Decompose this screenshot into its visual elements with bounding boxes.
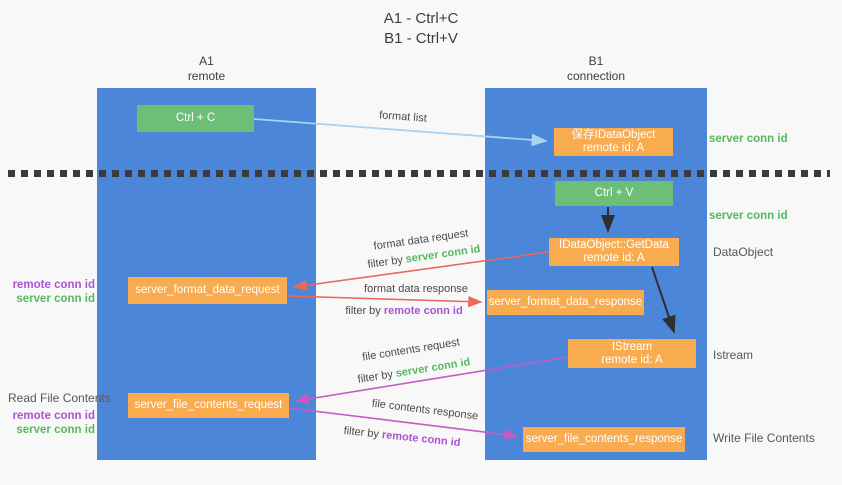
node-istream-line2: remote id: A xyxy=(601,353,663,366)
node-getdata-line1: IDataObject::GetData xyxy=(559,239,669,251)
annotation-server-conn-id-2: server conn id xyxy=(16,424,95,436)
node-ctrl-c-label: Ctrl + C xyxy=(175,112,216,124)
column-a1-subtitle: remote xyxy=(187,69,226,83)
node-save-idataobject-line1: 保存IDataObject xyxy=(571,129,656,141)
annotation-write-file-contents: Write File Contents xyxy=(713,431,815,445)
node-idataobject-getdata: IDataObject::GetData remote id: A xyxy=(549,238,679,266)
filter-by-prefix: filter by xyxy=(345,305,384,317)
node-format-response-label: server_format_data_response xyxy=(488,296,643,308)
column-b1-subtitle: connection xyxy=(566,69,626,83)
node-server-file-contents-request: server_file_contents_request xyxy=(128,393,289,418)
node-getdata-line2: remote id: A xyxy=(583,252,645,264)
title-line-1: A1 - Ctrl+C xyxy=(383,10,459,27)
remote-conn-id-highlight: remote conn id xyxy=(383,305,463,317)
phase-separator-dotted-line xyxy=(8,170,830,177)
column-header-a1: A1 remote xyxy=(97,54,316,84)
diagram-title: A1 - Ctrl+C B1 - Ctrl+V xyxy=(0,9,842,49)
node-format-request-label: server_format_data_request xyxy=(135,284,280,296)
edge-label-format-data-response: format data response xyxy=(364,283,468,295)
annotation-dataobject: DataObject xyxy=(713,245,774,259)
annotation-remote-conn-id-2: remote conn id xyxy=(12,410,95,422)
column-a1-name: A1 xyxy=(199,54,214,68)
annotation-server-conn-id-1: server conn id xyxy=(16,293,95,305)
edge-format-data-response-arrow xyxy=(287,295,483,308)
node-save-idataobject-line2: remote id: A xyxy=(582,142,645,154)
node-ctrl-c: Ctrl + C xyxy=(137,105,254,132)
edge-file-contents-response-arrow xyxy=(288,407,519,440)
annotation-conn-id-pair-format: remote conn id server conn id xyxy=(9,278,95,306)
edge-format-data-request-arrow xyxy=(292,251,550,291)
annotation-server-conn-id-top: server conn id xyxy=(709,133,788,145)
annotation-remote-conn-id-1: remote conn id xyxy=(12,279,95,291)
column-header-b1: B1 connection xyxy=(485,54,707,84)
node-ctrl-v-label: Ctrl + V xyxy=(594,187,634,199)
edge-file-contents-request-arrow xyxy=(294,356,569,405)
node-file-request-label: server_file_contents_request xyxy=(134,399,283,411)
title-line-2: B1 - Ctrl+V xyxy=(384,30,458,47)
annotation-read-file-contents: Read File Contents xyxy=(8,391,111,405)
node-server-format-data-request: server_format_data_request xyxy=(128,277,287,304)
node-file-response-label: server_file_contents_response xyxy=(525,433,683,445)
edge-label-filter-by-remote-conn-id-1: filter by remote conn id xyxy=(345,305,462,317)
node-server-format-data-response: server_format_data_response xyxy=(487,290,644,315)
node-ctrl-v: Ctrl + V xyxy=(555,181,673,206)
node-istream-line1: IStream xyxy=(611,340,653,353)
node-save-idataobject: 保存IDataObject remote id: A xyxy=(554,128,673,156)
annotation-server-conn-id-mid: server conn id xyxy=(709,210,788,222)
column-b1-name: B1 xyxy=(588,54,604,68)
node-istream: IStream remote id: A xyxy=(568,339,696,368)
annotation-conn-id-pair-file: remote conn id server conn id xyxy=(9,409,95,437)
edge-getdata-to-istream-arrow xyxy=(651,266,676,334)
edge-format-list-arrow xyxy=(253,118,548,147)
annotation-istream: Istream xyxy=(713,348,754,362)
node-server-file-contents-response: server_file_contents_response xyxy=(523,427,685,452)
